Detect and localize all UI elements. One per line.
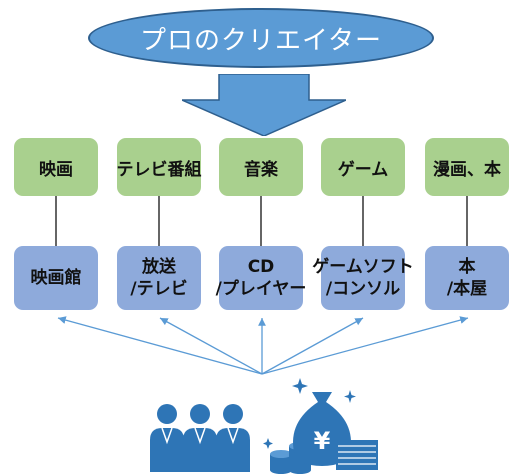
fan-arrow xyxy=(57,316,263,375)
connector-line xyxy=(466,196,468,246)
dist-label-line: /コンソル xyxy=(325,279,401,299)
media-box-manga: 漫画、本 xyxy=(425,138,509,196)
fan-arrows xyxy=(57,316,469,375)
dist-label-line: /プレイヤー xyxy=(215,279,307,299)
media-label: テレビ番組 xyxy=(116,159,202,180)
fan-arrow xyxy=(261,316,469,375)
dist-box-broadcast: 放送 /テレビ xyxy=(117,246,201,310)
svg-text:¥: ¥ xyxy=(314,427,331,455)
dist-label-line: CD xyxy=(247,257,275,277)
dist-label-line: ゲームソフト xyxy=(312,257,414,277)
dist-box-theater: 映画館 xyxy=(14,246,98,310)
dist-label-line: /テレビ xyxy=(130,279,188,299)
dist-box-cd: CD /プレイヤー xyxy=(216,246,306,310)
media-box-movie: 映画 xyxy=(14,138,98,196)
title-ellipse: プロのクリエイター xyxy=(88,8,434,68)
fan-arrow xyxy=(159,317,263,375)
media-label: ゲーム xyxy=(337,159,389,180)
dist-label-line: 放送 xyxy=(142,257,176,277)
down-arrow xyxy=(182,74,346,136)
media-box-game: ゲーム xyxy=(321,138,405,196)
dist-label-line: 本 xyxy=(458,257,476,277)
media-label: 漫画、本 xyxy=(433,159,501,180)
dist-label-line: 映画館 xyxy=(30,268,82,288)
media-label: 映画 xyxy=(39,159,73,180)
diagram-title: プロのクリエイター xyxy=(140,25,382,56)
connector-line xyxy=(260,196,262,246)
dist-box-game-software: ゲームソフト /コンソル xyxy=(312,246,414,310)
connector-line xyxy=(158,196,160,246)
dist-label-line: /本屋 xyxy=(446,279,488,299)
sparkle-icon xyxy=(263,378,356,449)
banknote-stack-icon xyxy=(336,440,378,470)
dist-box-bookstore: 本 /本屋 xyxy=(425,246,509,310)
fan-arrow xyxy=(261,317,364,375)
connector-line xyxy=(55,196,57,246)
people-icon xyxy=(150,404,250,472)
media-box-music: 音楽 xyxy=(219,138,303,196)
media-box-tv: テレビ番組 xyxy=(116,138,202,196)
connector-line xyxy=(362,196,364,246)
media-label: 音楽 xyxy=(244,159,278,180)
